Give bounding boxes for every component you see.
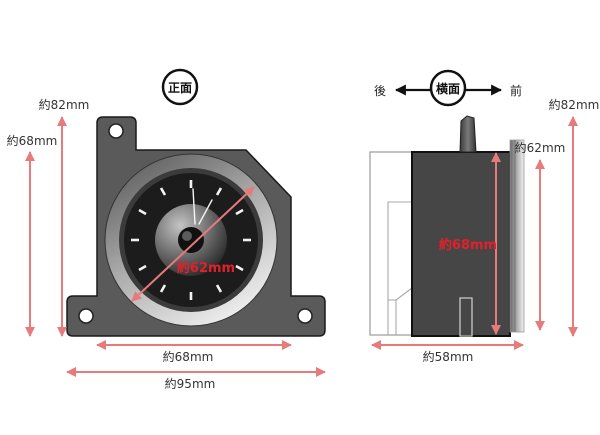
side-view-header: 後 横面 前 [374,69,522,107]
side-view: 後 横面 前 約68mm 約62mm 約82mm 約58mm [369,69,600,364]
side-total-height-label: 約82mm [549,97,600,112]
front-view-badge: 正面 [161,68,199,106]
front-total-width-label: 約95mm [165,376,216,391]
mounting-hole-bottom-left [78,308,94,324]
dial-center-highlight [182,231,192,241]
rear-direction-label: 後 [374,84,386,98]
rear-housing-detail-line [387,201,412,335]
gauge-face [104,153,278,327]
front-body-height-label: 約68mm [7,133,58,148]
rear-housing-outline [369,151,413,336]
front-bezel-side [509,139,525,333]
mounting-hole-top [108,123,124,139]
side-depth-label: 約58mm [423,349,474,364]
dial-diameter-label: 約62mm [177,260,235,276]
front-view-badge-circle [161,68,199,106]
front-total-height-label: 約82mm [39,97,90,112]
side-bezel-height-label: 約62mm [515,140,566,155]
side-body-height-label: 約68mm [439,237,497,253]
side-view-label: 横面 [436,81,460,96]
rear-housing [369,151,413,336]
front-view-label: 正面 [168,81,192,95]
front-direction-label: 前 [510,83,522,98]
mounting-hole-bottom-right [297,308,313,324]
adjustment-knob [459,115,477,153]
side-view-badge-circle [429,69,467,107]
front-view: 正面 約62mm 約82mm 約68mm 約68mm 約95mm [7,68,326,391]
dial-diameter-dimension-line [131,186,255,302]
dial-center-cap [178,227,204,253]
front-body-width-label: 約68mm [163,349,214,364]
bottom-notch [459,297,473,337]
